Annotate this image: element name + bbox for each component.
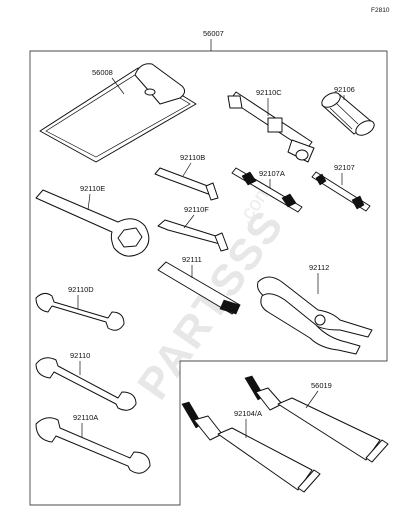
leader-56019 (305, 390, 319, 409)
pliers-92112 (257, 276, 373, 355)
leader-56008 (111, 77, 125, 95)
label-56019: 56019 (311, 381, 332, 390)
label-92111: 92111 (182, 255, 202, 264)
label-92107A: 92107A (259, 169, 285, 178)
ring-wrench-92110E (35, 189, 150, 257)
label-56008: 56008 (92, 68, 113, 77)
leader-92110B (182, 162, 192, 177)
driver-handle-92106 (321, 92, 375, 136)
grease-tube-92104A (181, 401, 321, 493)
label-92110A: 92110A (73, 413, 98, 422)
label-92107: 92107 (334, 163, 355, 172)
open-wrench-92110 (35, 357, 137, 411)
hex-key-92110F (157, 219, 229, 252)
label-92110D: 92110D (68, 285, 94, 294)
open-wrench-92110D (35, 292, 125, 331)
hex-key-92110B (154, 167, 219, 201)
extension-bar-92111 (157, 261, 241, 315)
screwdriver-bit-92107 (311, 171, 371, 212)
leader-92110F (183, 214, 195, 229)
label-92104A: 92104/A (234, 409, 262, 418)
figure-code: F2810 (371, 7, 390, 14)
label-92106: 92106 (334, 85, 355, 94)
label-92110F: 92110F (184, 205, 209, 214)
kit-outline (29, 50, 388, 506)
label-92112: 92112 (309, 263, 329, 272)
screwdriver-bit-92107A (231, 167, 303, 213)
open-wrench-92110A (35, 417, 151, 474)
label-92110: 92110 (70, 351, 90, 360)
label-92110E: 92110E (80, 184, 105, 193)
label-92110C: 92110C (256, 88, 282, 97)
tool-pouch-56008 (39, 63, 197, 163)
tube-spanner-92110C (227, 91, 315, 163)
label-56007: 56007 (203, 29, 224, 38)
label-92110B: 92110B (180, 153, 205, 162)
leader-92110E (87, 193, 91, 211)
grease-tube-56019 (244, 375, 389, 463)
